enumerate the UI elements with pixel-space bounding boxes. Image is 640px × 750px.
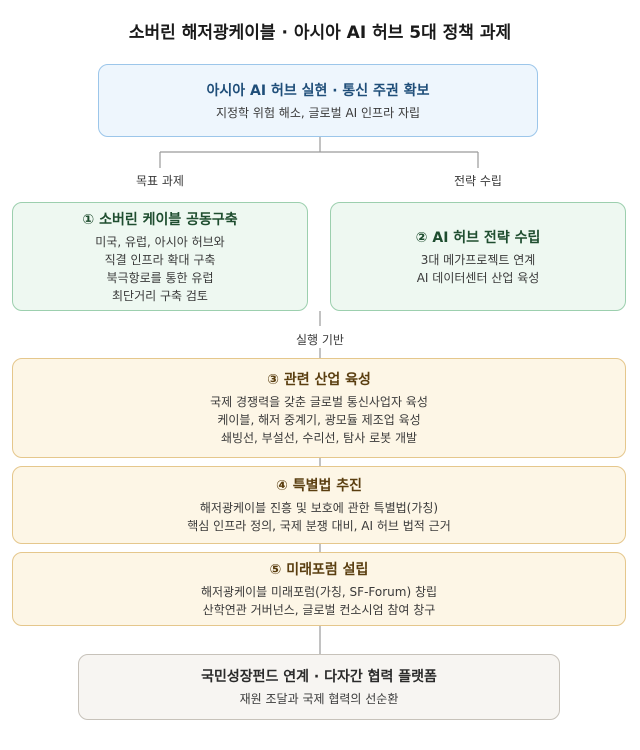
task-3-line: 쇄빙선, 부설선, 수리선, 탐사 로봇 개발 (220, 431, 418, 445)
task-5-line: 해저광케이블 미래포럼(가칭, SF-Forum) 창립 (200, 585, 438, 599)
task-1-line: 북극항로를 통한 유럽 (106, 270, 214, 285)
task-4-heading: ④ 특별법 추진 (275, 478, 362, 494)
branch-label-right: 전략 수립 (454, 174, 502, 188)
branch-label-left: 목표 과제 (136, 174, 184, 188)
goal-heading: 아시아 AI 허브 실현 · 통신 주권 확보 (206, 82, 430, 99)
task-4-box: ④ 특별법 추진 해저광케이블 진흥 및 보호에 관한 특별법(가칭) 핵심 인… (12, 466, 626, 544)
platform-box: 국민성장펀드 연계 · 다자간 협력 플랫폼 재원 조달과 국제 협력의 선순환 (78, 654, 560, 720)
task-1-line: 직결 인프라 확대 구축 (104, 252, 216, 267)
task-3-line: 케이블, 해저 중계기, 광모듈 제조업 육성 (217, 413, 421, 427)
task-2-box: ② AI 허브 전략 수립 3대 메가프로젝트 연계 AI 데이터센터 산업 육… (330, 202, 626, 311)
goal-line: 지정학 위험 해소, 글로벌 AI 인프라 자립 (215, 105, 421, 120)
task-2-line: 3대 메가프로젝트 연계 (420, 252, 536, 267)
task-3-heading: ③ 관련 산업 육성 (267, 372, 371, 388)
task-1-box: ① 소버린 케이블 공동구축 미국, 유럽, 아시아 허브와 직결 인프라 확대… (12, 202, 308, 311)
task-5-heading: ⑤ 미래포럼 설립 (269, 562, 369, 578)
task-2-heading: ② AI 허브 전략 수립 (415, 229, 541, 246)
task-4-line: 해저광케이블 진흥 및 보호에 관한 특별법(가칭) (199, 501, 439, 515)
task-3-line: 국제 경쟁력을 갖춘 글로벌 통신사업자 육성 (210, 395, 428, 409)
page-title: 소버린 해저광케이블 · 아시아 AI 허브 5대 정책 과제 (128, 23, 512, 43)
task-3-box: ③ 관련 산업 육성 국제 경쟁력을 갖춘 글로벌 통신사업자 육성 케이블, … (12, 358, 626, 458)
task-1-line: 최단거리 구축 검토 (112, 288, 208, 303)
goal-box: 아시아 AI 허브 실현 · 통신 주권 확보 지정학 위험 해소, 글로벌 A… (98, 64, 538, 137)
task-4-line: 핵심 인프라 정의, 국제 분쟁 대비, AI 허브 법적 근거 (187, 519, 451, 533)
task-1-line: 미국, 유럽, 아시아 허브와 (95, 234, 225, 249)
task-5-box: ⑤ 미래포럼 설립 해저광케이블 미래포럼(가칭, SF-Forum) 창립 산… (12, 552, 626, 626)
task-1-heading: ① 소버린 케이블 공동구축 (82, 211, 238, 228)
platform-line: 재원 조달과 국제 협력의 선순환 (239, 692, 399, 706)
middle-label: 실행 기반 (296, 333, 344, 347)
task-2-line: AI 데이터센터 산업 육성 (416, 270, 540, 285)
platform-heading: 국민성장펀드 연계 · 다자간 협력 플랫폼 (201, 669, 437, 685)
task-5-line: 산학연관 거버넌스, 글로벌 컨소시엄 참여 창구 (202, 603, 436, 617)
